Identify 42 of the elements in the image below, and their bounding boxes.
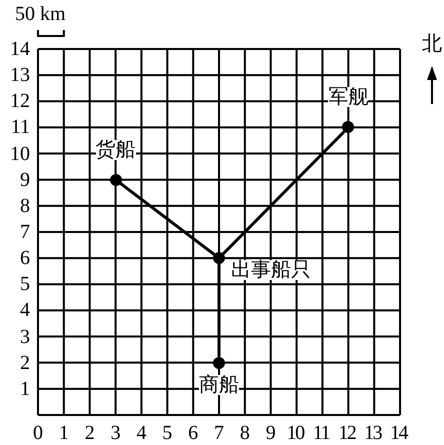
axis-tick-label: 2: [84, 423, 95, 443]
axis-tick-label: 2: [20, 352, 30, 373]
point-dot: [342, 121, 354, 134]
axis-tick-label: 8: [240, 423, 250, 443]
axis-tick-label: 1: [20, 378, 30, 399]
axis-tick-label: 4: [20, 300, 30, 320]
axis-tick-label: 8: [20, 196, 30, 216]
axis-tick-label: 12: [338, 423, 356, 443]
axis-tick-label: 13: [10, 65, 30, 86]
north-label: 北: [422, 34, 442, 54]
axis-tick-label: 7: [20, 222, 30, 242]
connecting-line: [222, 130, 346, 255]
point-label: 货船: [96, 140, 136, 160]
axis-tick-label: 13: [364, 423, 382, 443]
axis-tick-label: 6: [188, 423, 198, 443]
point-label: 军舰: [328, 87, 368, 108]
axis-tick-label: 5: [20, 274, 30, 294]
connecting-line: [218, 264, 221, 357]
axis-tick-label: 11: [10, 117, 30, 138]
point-label: 出事船只: [231, 260, 312, 280]
axis-tick-label: 6: [20, 248, 30, 268]
axis-tick-label: 12: [10, 91, 30, 112]
point-dot: [213, 356, 226, 369]
scale-label: 50 km: [15, 4, 66, 24]
axis-tick-label: 11: [312, 423, 330, 443]
axis-tick-label: 10: [10, 144, 30, 164]
connecting-line: [119, 182, 216, 256]
axis-tick-label: 9: [266, 423, 276, 443]
axis-tick-label: 0: [33, 423, 43, 443]
point-dot: [213, 252, 226, 264]
axis-tick-label: 1: [58, 423, 69, 443]
point-dot: [110, 174, 122, 186]
axis-tick-label: 14: [390, 423, 408, 443]
axis-tick-label: 3: [110, 423, 121, 443]
axis-tick-label: 10: [286, 423, 304, 443]
point-label: 商船: [199, 374, 240, 395]
axis-tick-label: 7: [214, 423, 224, 443]
axis-tick-label: 5: [162, 423, 172, 443]
axis-tick-label: 9: [20, 170, 30, 190]
axis-tick-label: 3: [20, 326, 30, 347]
axis-tick-label: 14: [10, 39, 30, 59]
axis-tick-label: 4: [136, 423, 146, 443]
